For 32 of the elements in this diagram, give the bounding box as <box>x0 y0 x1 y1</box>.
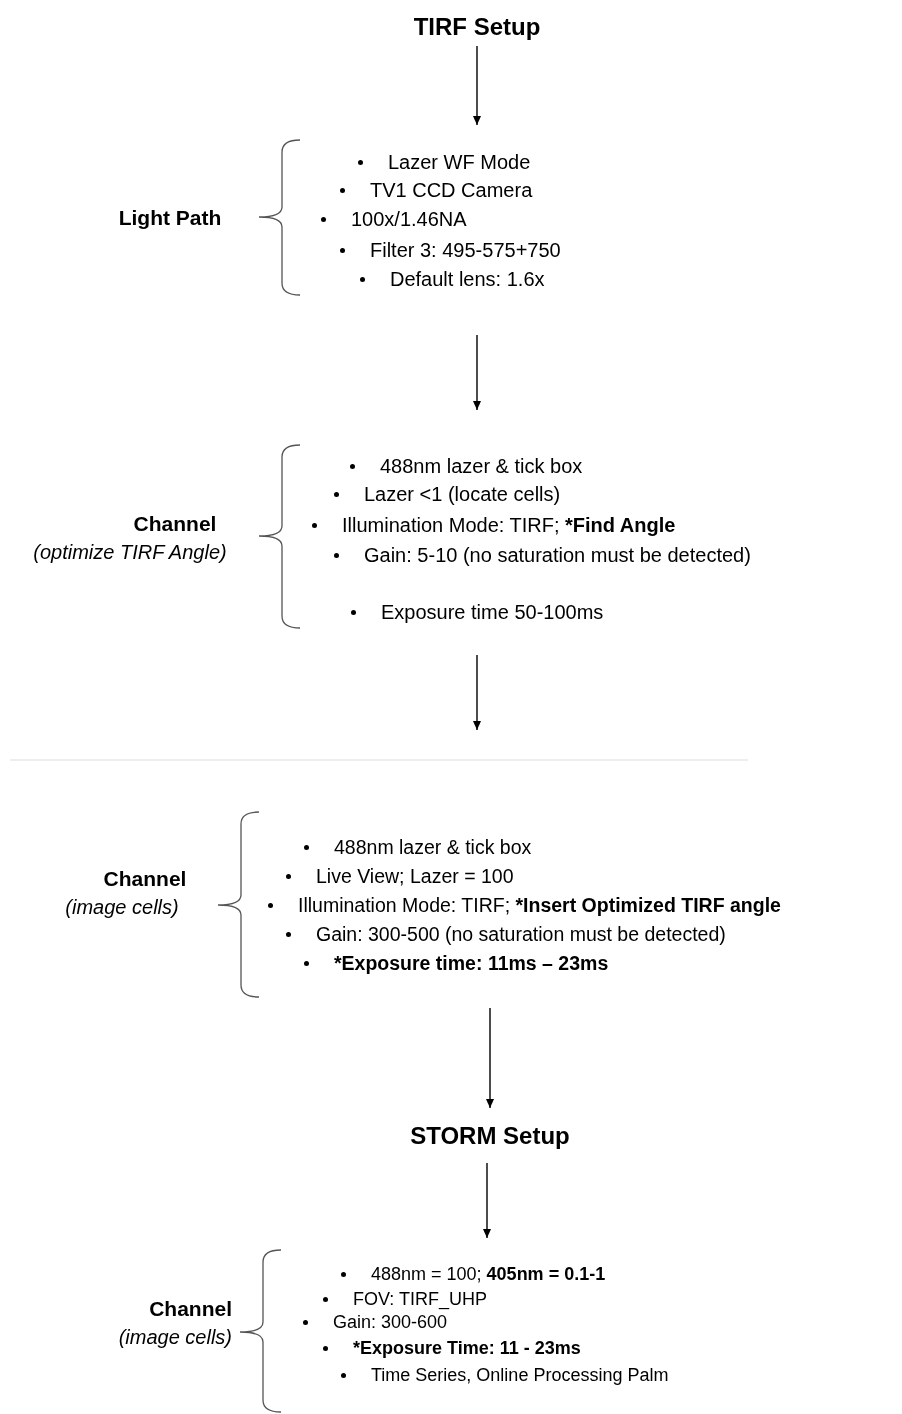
bullet-item: Live View; Lazer = 100 <box>286 862 514 890</box>
arrow <box>473 334 481 411</box>
step-label: Channel <box>148 1296 232 1322</box>
bullet-item: Filter 3: 495-575+750 <box>340 236 561 264</box>
step-subtitle: (image cells) <box>64 895 180 920</box>
step-label: Channel <box>132 511 218 537</box>
bullet-item: Gain: 300-500 (no saturation must be detected) <box>286 920 726 948</box>
arrow <box>473 654 481 731</box>
arrow <box>486 1007 494 1109</box>
bullet-item: Gain: 5-10 (no saturation must be detected) <box>334 541 754 569</box>
step-label: Channel <box>102 866 188 892</box>
bullet-item: *Exposure time: 11ms – 23ms <box>304 949 609 977</box>
bullet-item: Lazer WF Mode <box>358 148 531 176</box>
bullet-item: TV1 CCD Camera <box>340 176 533 204</box>
section-heading: STORM Setup <box>390 1108 590 1163</box>
bullet-item: Illumination Mode: TIRF; *Insert Optimized TIRF angle <box>268 891 781 919</box>
bullet-item: 488nm = 100; 405nm = 0.1-1 <box>341 1260 606 1288</box>
bullet-item: Default lens: 1.6x <box>360 265 545 293</box>
bullet-item: *Exposure Time: 11 - 23ms <box>323 1334 581 1362</box>
bullet-item: Illumination Mode: TIRF; *Find Angle <box>312 511 676 539</box>
bullet-item: 488nm lazer & tick box <box>350 452 583 480</box>
bullet-item: Lazer <1 (locate cells) <box>334 480 561 508</box>
step-label: Light Path <box>117 205 223 231</box>
bullet-item: 488nm lazer & tick box <box>304 833 532 861</box>
step-subtitle: (optimize TIRF Angle) <box>32 540 228 565</box>
arrow <box>473 45 481 126</box>
step-subtitle: (image cells) <box>117 1325 232 1350</box>
bullet-item: 100x/1.46NA <box>321 205 467 233</box>
bullet-item: Time Series, Online Processing Palm <box>341 1361 669 1389</box>
section-heading: TIRF Setup <box>377 8 577 46</box>
bullet-item: Exposure time 50-100ms <box>351 598 604 626</box>
arrow <box>483 1162 491 1239</box>
